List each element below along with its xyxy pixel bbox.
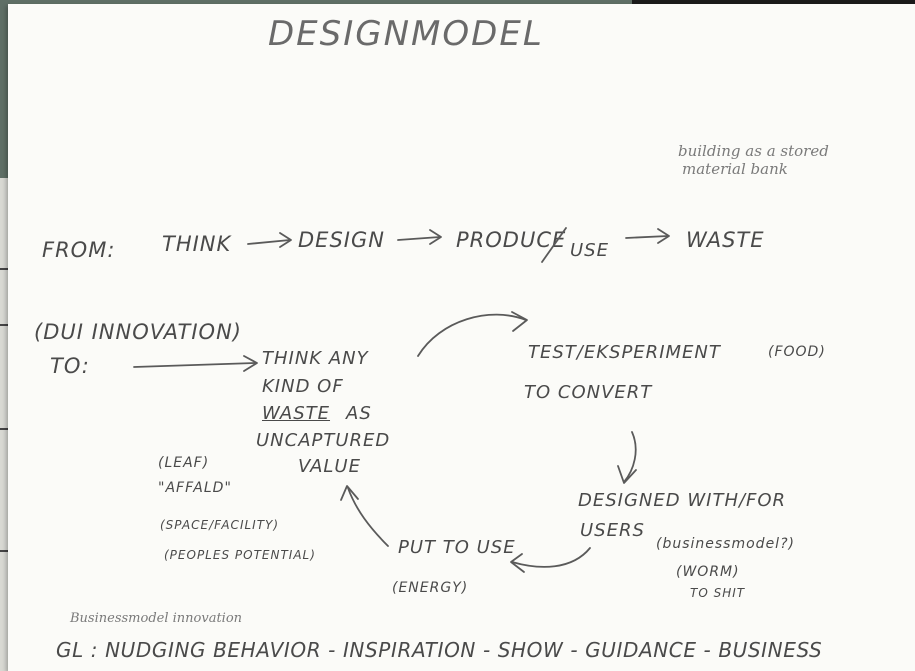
material-bank-note-line-2: material bank [682,160,788,178]
put-to-use-label: PUT TO USE [398,537,516,558]
arrow-design-to-produce [397,236,441,241]
business-model-innovation-note: Businessmodel innovation [70,611,243,626]
center-line-5: VALUE [298,456,361,477]
center-line-4: UNCAPTURED [256,430,391,451]
slash-produce-use [541,227,567,263]
test-line-2: TO CONVERT [524,382,653,403]
to-shit-note: TO SHIT [690,586,746,600]
arrow-designed-to-put [511,547,591,568]
step-produce: PRODUCE [456,228,567,252]
from-label: FROM: [42,238,116,262]
designed-line-1: DESIGNED WITH/FOR [578,490,787,511]
nudging-behavior-line: GL : NUDGING BEHAVIOR - INSPIRATION - SH… [56,638,823,662]
page-title: DESIGNMODEL [268,14,544,54]
dui-innovation-tag: (DUI INNOVATION) [34,320,242,344]
step-think: THINK [162,232,232,256]
food-note: (FOOD) [768,344,826,360]
test-line-1: TEST/EKSPERIMENT [528,342,721,363]
affald-note: "AFFALD" [158,480,232,496]
step-waste: WASTE [686,228,765,252]
leaf-note: (LEAF) [158,455,210,471]
space-facility-note: (SPACE/FACILITY) [160,518,280,532]
peoples-potential-note: (PEOPLES POTENTIAL) [164,548,316,562]
material-bank-note-line-1: building as a stored [678,142,829,160]
arrow-use-to-waste [625,235,669,239]
center-word-as: AS [346,403,372,424]
center-word-waste: WASTE [262,403,331,424]
worm-note: (WORM) [676,564,740,580]
sketch-paper [8,4,915,671]
arrow-to-center [133,362,257,368]
arrow-test-to-designed [623,431,637,483]
designed-line-2: USERS [580,520,645,541]
arrow-center-to-test [417,313,527,357]
step-use: USE [570,240,609,261]
step-design: DESIGN [298,228,385,252]
center-line-2: KIND OF [262,376,344,397]
arrow-think-to-design [247,239,291,245]
to-label: TO: [50,354,90,378]
energy-note: (ENERGY) [392,580,469,596]
arrow-put-to-center [347,487,389,547]
business-model-note: (businessmodel?) [656,536,795,552]
center-line-1: THINK ANY [262,348,369,369]
